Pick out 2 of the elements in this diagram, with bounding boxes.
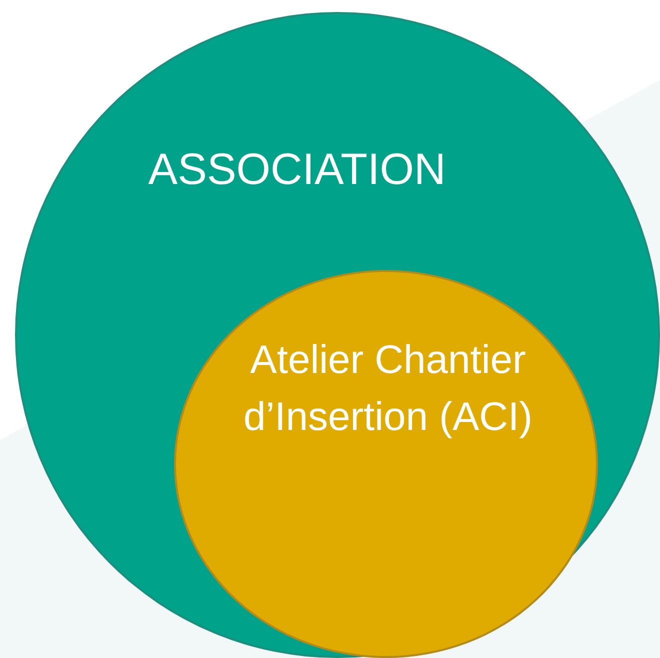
circle-label: ASSOCIATION — [147, 144, 447, 196]
circle-label: Atelier Chantier d’Insertion (ACI) — [242, 337, 534, 441]
